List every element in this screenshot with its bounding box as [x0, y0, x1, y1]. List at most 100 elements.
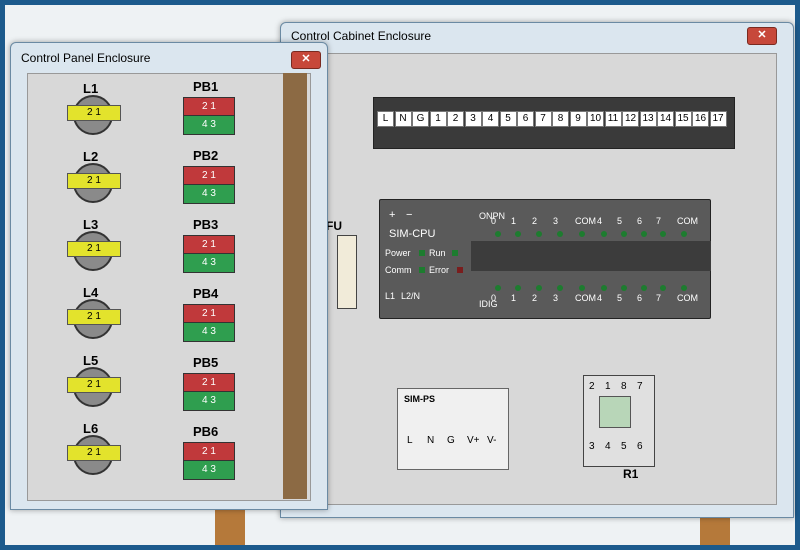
- terminal-label: 5: [499, 111, 517, 127]
- lamp-label: L6: [83, 421, 99, 436]
- cpu-minus: −: [406, 209, 413, 221]
- comm-led: [419, 267, 425, 273]
- relay-pin-label: 6: [637, 441, 643, 452]
- relay-pin-label: 8: [621, 381, 627, 392]
- terminal-label: 12: [622, 111, 639, 127]
- input-terminal-label: 3: [553, 293, 559, 303]
- terminal-label: N: [394, 111, 412, 127]
- output-terminal-label: COM: [677, 216, 698, 226]
- output-terminal-label: 5: [617, 216, 623, 226]
- output-led: [495, 231, 501, 237]
- panel-backplate: [27, 73, 311, 501]
- ps-terminal-label: G: [447, 435, 455, 446]
- lamp-label: L3: [83, 217, 99, 232]
- input-terminal-label: 2: [532, 293, 538, 303]
- relay-label: R1: [623, 467, 639, 481]
- relay-pin-label: 3: [589, 441, 595, 452]
- relay-pin-label: 1: [605, 381, 611, 392]
- input-led: [660, 285, 666, 291]
- control-panel-window[interactable]: Control Panel Enclosure ✕ L1 2 1 L2 2 1 L3 2 …: [10, 42, 328, 510]
- input-led: [515, 285, 521, 291]
- terminal-label: 9: [569, 111, 587, 127]
- pushbutton-pb2-top[interactable]: 2 1: [183, 166, 235, 186]
- ps-terminal-label: L: [407, 435, 413, 446]
- output-terminal-label: 7: [656, 216, 662, 226]
- panel-hinge: [283, 73, 307, 499]
- input-led: [579, 285, 585, 291]
- input-terminal-label: 7: [656, 293, 662, 303]
- output-led: [557, 231, 563, 237]
- ps-label: SIM-PS: [404, 394, 436, 404]
- ps-terminal-label: N: [427, 435, 435, 446]
- output-terminal-label: 3: [553, 216, 559, 226]
- input-terminal-label: COM: [575, 293, 596, 303]
- close-button[interactable]: ✕: [747, 27, 777, 45]
- pushbutton-label: PB4: [193, 286, 219, 301]
- idig-label: IDIG: [479, 299, 498, 309]
- lamp-terminals: 2 1: [67, 309, 121, 325]
- output-led: [660, 231, 666, 237]
- fuse[interactable]: [337, 235, 357, 309]
- run-led-label: Run: [429, 248, 446, 258]
- pushbutton-pb6-top[interactable]: 2 1: [183, 442, 235, 462]
- lamp-label: L1: [83, 81, 99, 96]
- pushbutton-pb1-top[interactable]: 2 1: [183, 97, 235, 117]
- input-terminal-label: 5: [617, 293, 623, 303]
- run-led: [452, 250, 458, 256]
- terminal-label: G: [412, 111, 429, 127]
- terminal-label: 2: [447, 111, 464, 127]
- lamp-terminals: 2 1: [67, 377, 121, 393]
- output-led: [601, 231, 607, 237]
- terminal-label: 8: [552, 111, 569, 127]
- error-led-label: Error: [429, 265, 449, 275]
- lamp-label: L2: [83, 149, 99, 164]
- table-leg: [215, 510, 245, 545]
- pushbutton-label: PB2: [193, 148, 219, 163]
- l2n-label: L2/N: [401, 291, 421, 301]
- fuse-label: FU: [326, 219, 342, 233]
- pushbutton-pb3-bottom[interactable]: 4 3: [183, 253, 235, 273]
- input-led: [641, 285, 647, 291]
- terminal-label: 3: [464, 111, 482, 127]
- pushbutton-pb2-bottom[interactable]: 4 3: [183, 184, 235, 204]
- l1-label: L1: [385, 291, 396, 301]
- input-led: [601, 285, 607, 291]
- input-terminal-label: 4: [597, 293, 603, 303]
- power-led: [419, 250, 425, 256]
- pushbutton-pb5-top[interactable]: 2 1: [183, 373, 235, 393]
- relay-pin-label: 7: [637, 381, 643, 392]
- terminal-label: 16: [692, 111, 709, 127]
- pushbutton-pb4-bottom[interactable]: 4 3: [183, 322, 235, 342]
- ps-terminal-label: V+: [467, 435, 480, 446]
- pushbutton-pb5-bottom[interactable]: 4 3: [183, 391, 235, 411]
- terminal-label: 6: [517, 111, 534, 127]
- terminal-label: 7: [534, 111, 552, 127]
- output-led: [621, 231, 627, 237]
- output-terminal-label: 2: [532, 216, 538, 226]
- onpn-label: ONPN: [479, 211, 506, 221]
- pushbutton-pb4-top[interactable]: 2 1: [183, 304, 235, 324]
- output-terminal-label: 1: [511, 216, 517, 226]
- output-led: [579, 231, 585, 237]
- output-led: [681, 231, 687, 237]
- input-led: [536, 285, 542, 291]
- output-terminal-label: COM: [575, 216, 596, 226]
- lamp-label: L5: [83, 353, 99, 368]
- sim-ps[interactable]: [397, 388, 509, 470]
- cpu-vent: [471, 241, 711, 271]
- window-title: Control Panel Enclosure: [21, 51, 151, 65]
- lamp-terminals: 2 1: [67, 105, 121, 121]
- output-led: [641, 231, 647, 237]
- relay-pin-label: 2: [589, 381, 595, 392]
- pushbutton-label: PB6: [193, 424, 219, 439]
- cpu-label: SIM-CPU: [389, 228, 436, 240]
- ps-terminal-label: V-: [487, 435, 497, 446]
- terminal-label: 1: [429, 111, 447, 127]
- lamp-label: L4: [83, 285, 99, 300]
- pushbutton-pb3-top[interactable]: 2 1: [183, 235, 235, 255]
- close-button[interactable]: ✕: [291, 51, 321, 69]
- pushbutton-pb1-bottom[interactable]: 4 3: [183, 115, 235, 135]
- pushbutton-label: PB5: [193, 355, 219, 370]
- pushbutton-pb6-bottom[interactable]: 4 3: [183, 460, 235, 480]
